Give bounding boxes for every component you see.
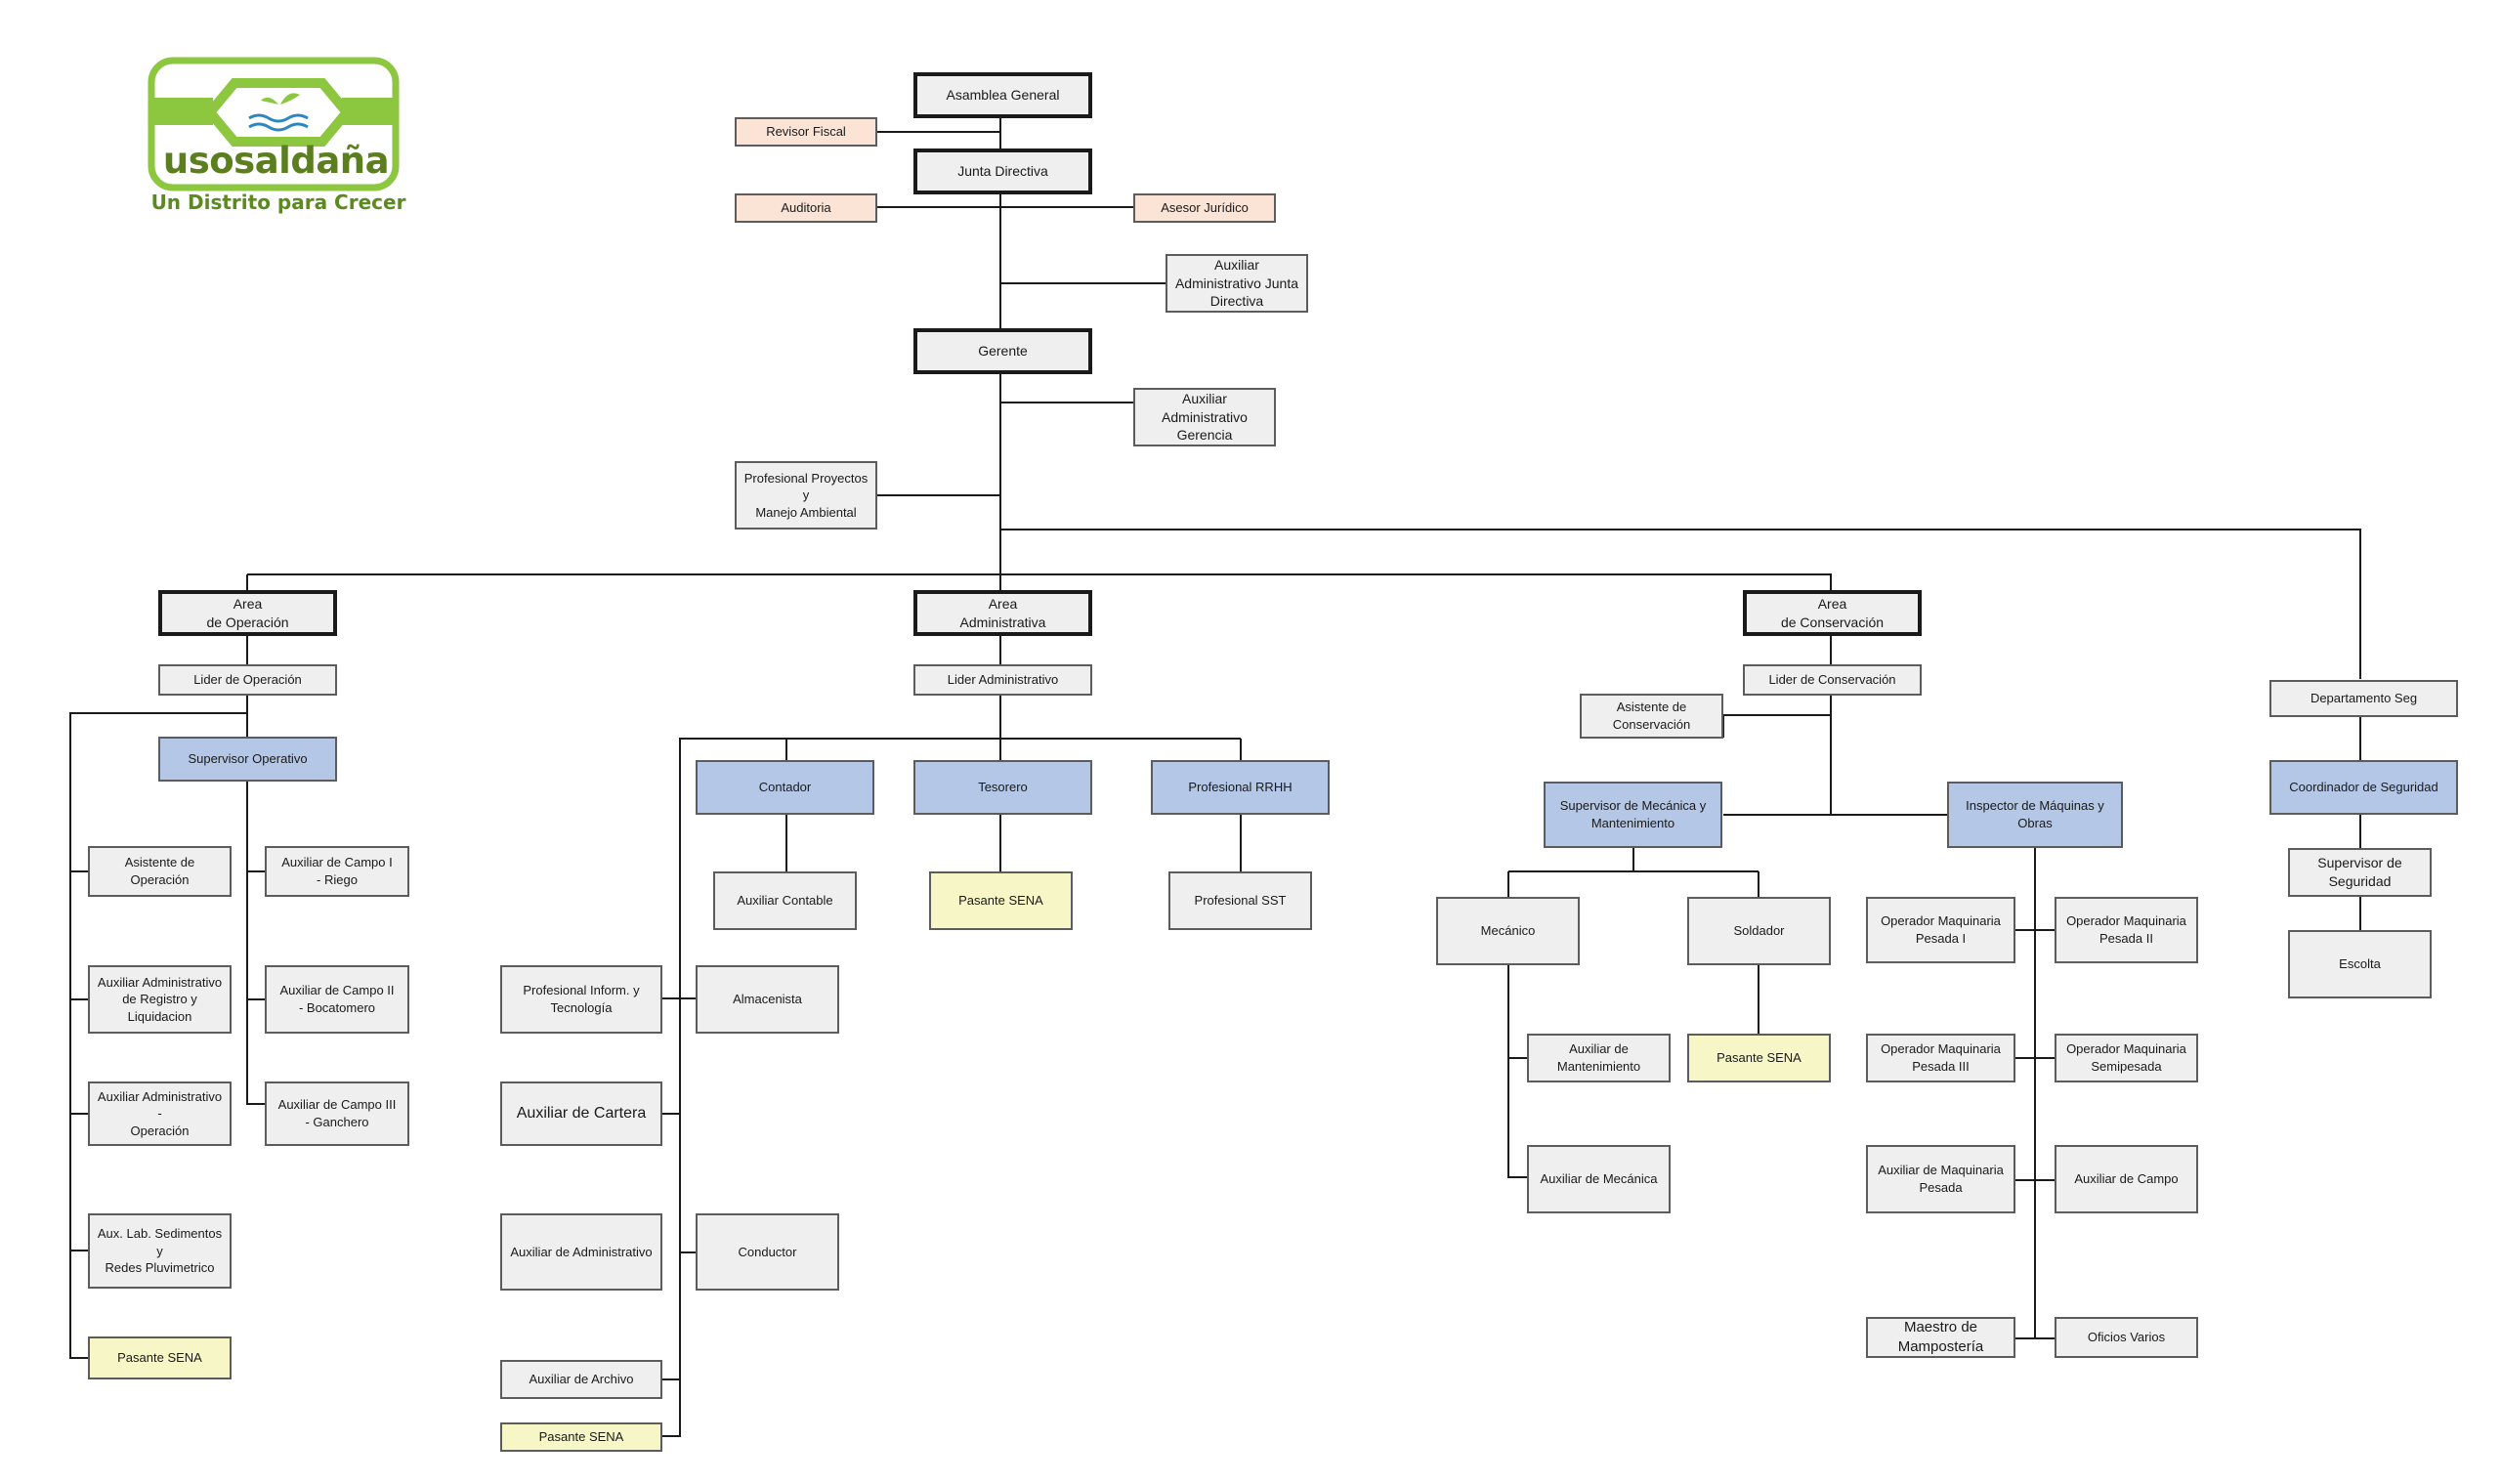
node-supervisor-mecanica: Supervisor de Mecánica y Mantenimiento bbox=[1544, 782, 1722, 848]
node-revisor-fiscal: Revisor Fiscal bbox=[735, 117, 877, 147]
node-oficios-varios: Oficios Varios bbox=[2055, 1317, 2198, 1358]
node-aux-adm-registro: Auxiliar Administrativo de Registro y Li… bbox=[88, 965, 232, 1034]
node-coordinador-seguridad: Coordinador de Seguridad bbox=[2269, 760, 2458, 815]
node-aux-campo: Auxiliar de Campo bbox=[2055, 1145, 2198, 1213]
node-pasante-operacion: Pasante SENA bbox=[88, 1336, 232, 1379]
node-operador-pesada-2: Operador Maquinaria Pesada II bbox=[2055, 897, 2198, 963]
logo-tagline: Un Distrito para Crecer bbox=[150, 191, 406, 214]
node-junta-directiva: Junta Directiva bbox=[913, 148, 1092, 194]
node-area-operacion: Area de Operación bbox=[158, 590, 337, 636]
node-auditoria: Auditoria bbox=[735, 193, 877, 223]
node-profesional-sst: Profesional SST bbox=[1168, 871, 1312, 930]
node-supervisor-seguridad: Supervisor de Seguridad bbox=[2288, 848, 2432, 897]
node-asamblea-general: Asamblea General bbox=[913, 72, 1092, 118]
node-mecanico: Mecánico bbox=[1436, 897, 1580, 965]
node-aux-contable: Auxiliar Contable bbox=[713, 871, 857, 930]
node-aux-administrativo: Auxiliar de Administrativo bbox=[500, 1213, 662, 1291]
node-lider-conservacion: Lider de Conservación bbox=[1743, 664, 1922, 696]
node-aux-mecanica: Auxiliar de Mecánica bbox=[1527, 1145, 1671, 1213]
node-gerente: Gerente bbox=[913, 328, 1092, 374]
node-aux-cartera: Auxiliar de Cartera bbox=[500, 1081, 662, 1146]
node-inspector-maquinas: Inspector de Máquinas y Obras bbox=[1947, 782, 2123, 848]
node-aux-mantenimiento: Auxiliar de Mantenimiento bbox=[1527, 1034, 1671, 1082]
logo-brand-text: usosaldaña bbox=[162, 140, 390, 182]
node-asistente-conservacion: Asistente de Conservación bbox=[1580, 694, 1723, 739]
usosaldana-logo: usosaldaña Un Distrito para Crecer bbox=[147, 54, 410, 220]
node-aux-campo-3: Auxiliar de Campo III - Ganchero bbox=[265, 1081, 409, 1146]
node-contador: Contador bbox=[696, 760, 874, 815]
node-pasante-administrativa: Pasante SENA bbox=[500, 1422, 662, 1452]
node-area-conservacion: Area de Conservación bbox=[1743, 590, 1922, 636]
node-pasante-conservacion: Pasante SENA bbox=[1687, 1034, 1831, 1082]
node-asistente-operacion: Asistente de Operación bbox=[88, 846, 232, 897]
node-aux-archivo: Auxiliar de Archivo bbox=[500, 1360, 662, 1399]
node-aux-adm-operacion: Auxiliar Administrativo - Operación bbox=[88, 1081, 232, 1146]
node-aux-lab: Aux. Lab. Sedimentos y Redes Pluvimetric… bbox=[88, 1213, 232, 1289]
node-lider-operacion: Lider de Operación bbox=[158, 664, 337, 696]
node-aux-junta: Auxiliar Administrativo Junta Directiva bbox=[1166, 254, 1308, 313]
node-aux-maquinaria-pesada: Auxiliar de Maquinaria Pesada bbox=[1866, 1145, 2015, 1213]
node-operador-pesada-3: Operador Maquinaria Pesada III bbox=[1866, 1034, 2015, 1082]
node-lider-administrativo: Lider Administrativo bbox=[913, 664, 1092, 696]
node-supervisor-operativo: Supervisor Operativo bbox=[158, 737, 337, 782]
node-escolta: Escolta bbox=[2288, 930, 2432, 998]
node-pasante-tesoreria: Pasante SENA bbox=[929, 871, 1073, 930]
node-operador-pesada-1: Operador Maquinaria Pesada I bbox=[1866, 897, 2015, 963]
node-operador-semipesada: Operador Maquinaria Semipesada bbox=[2055, 1034, 2198, 1082]
node-prof-proyectos: Profesional Proyectos y Manejo Ambiental bbox=[735, 461, 877, 530]
node-asesor-juridico: Asesor Jurídico bbox=[1133, 193, 1276, 223]
node-aux-campo-1: Auxiliar de Campo I - Riego bbox=[265, 846, 409, 897]
node-area-administrativa: Area Administrativa bbox=[913, 590, 1092, 636]
node-soldador: Soldador bbox=[1687, 897, 1831, 965]
node-prof-inform: Profesional Inform. y Tecnología bbox=[500, 965, 662, 1034]
logo-emblem bbox=[148, 57, 400, 191]
node-aux-campo-2: Auxiliar de Campo II - Bocatomero bbox=[265, 965, 409, 1034]
node-tesorero: Tesorero bbox=[913, 760, 1092, 815]
node-conductor: Conductor bbox=[696, 1213, 839, 1291]
node-aux-gerencia: Auxiliar Administrativo Gerencia bbox=[1133, 388, 1276, 446]
node-almacenista: Almacenista bbox=[696, 965, 839, 1034]
node-maestro-mamposteria: Maestro de Mampostería bbox=[1866, 1317, 2015, 1358]
node-departamento-seg: Departamento Seg bbox=[2269, 680, 2458, 717]
node-profesional-rrhh: Profesional RRHH bbox=[1151, 760, 1330, 815]
